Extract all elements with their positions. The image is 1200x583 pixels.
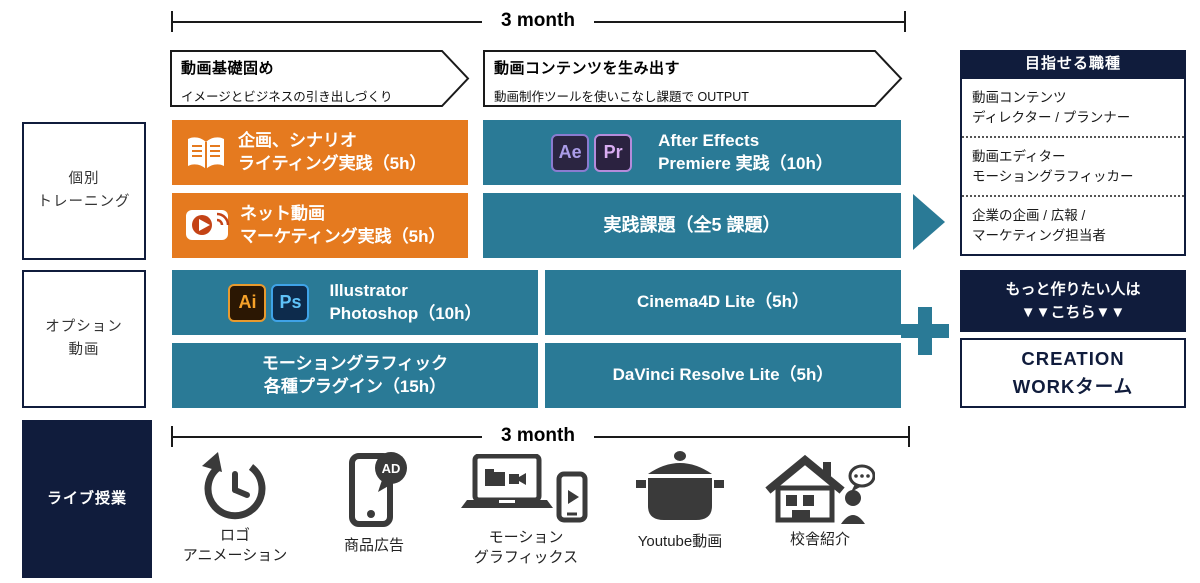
cell-cinema4d: Cinema4D Lite（5h）	[545, 270, 901, 335]
careers-arrow-icon	[913, 194, 945, 250]
illustrator-icon: Ai	[228, 283, 267, 322]
cta-banner[interactable]: もっと作りたい人は ▼▼こちら▼▼	[960, 270, 1186, 332]
row-label-live-lesson-text: ライブ授業	[46, 490, 127, 507]
cell-net-video-marketing-label: ネット動画 マーケティング実践（5h）	[240, 204, 446, 246]
cell-aftereffects-premiere-label: After Effects Premiere 実践（10h）	[658, 131, 833, 173]
live-item-motion-graphics: モーション グラフィックス	[458, 454, 594, 569]
row-label-individual-training: 個別 トレーニング	[22, 122, 146, 260]
live-item-logo-animation-label: ロゴ アニメーション	[182, 527, 288, 565]
live-item-school-intro-label: 校舎紹介	[789, 531, 850, 548]
live-item-product-ad: AD 商品広告	[318, 448, 430, 556]
aftereffects-icon: Ae	[551, 133, 590, 172]
top-timeline-left-tick	[171, 11, 173, 32]
row-label-option-video: オプション 動画	[22, 270, 146, 408]
cell-cinema4d-label: Cinema4D Lite（5h）	[637, 292, 809, 312]
cell-motion-graphics-plugins: モーショングラフィック 各種プラグイン（15h）	[172, 343, 538, 408]
row-label-individual-training-text: 個別 トレーニング	[37, 170, 131, 210]
cell-davinci-resolve-label: DaVinci Resolve Lite（5h）	[612, 365, 834, 385]
bottom-timeline-left-tick	[171, 426, 173, 447]
creation-work-box[interactable]: CREATION WORKターム	[960, 338, 1186, 408]
clock-animation-icon	[202, 452, 266, 520]
phase2-subtitle: 動画制作ツールを使いこなし課題で OUTPUT	[494, 90, 749, 104]
live-item-school-intro: 校舎紹介	[758, 454, 882, 550]
careers-box: 動画コンテンツ ディレクター / プランナー 動画エディター モーショングラフィ…	[960, 77, 1186, 256]
cell-illustrator-photoshop: Ai Ps Illustrator Photoshop（10h）	[172, 270, 538, 335]
phase2-title: 動画コンテンツを生み出す	[494, 60, 681, 77]
career-item-corporate-marketing: 企業の企画 / 広報 / マーケティング担当者	[962, 195, 1184, 254]
phase2-banner: 動画コンテンツを生み出す 動画制作ツールを使いこなし課題で OUTPUT	[483, 50, 905, 107]
photoshop-icon: Ps	[271, 283, 310, 322]
cell-practice-assignments: 実践課題（全5 課題）	[483, 193, 901, 258]
live-item-motion-graphics-label: モーション グラフィックス	[473, 529, 579, 567]
row-label-live-lesson: ライブ授業	[22, 420, 152, 578]
phase1-banner-arrow-shape	[170, 50, 470, 107]
phase1-subtitle: イメージとビジネスの引き出しづくり	[181, 90, 393, 104]
phase1-banner: 動画基礎固め イメージとビジネスの引き出しづくり	[170, 50, 472, 107]
smartphone-ad-icon: AD	[349, 452, 407, 527]
net-video-icon	[186, 209, 230, 240]
careers-header: 目指せる職種	[960, 50, 1186, 77]
cell-practice-assignments-label: 実践課題（全5 課題）	[603, 214, 781, 235]
cell-motion-graphics-plugins-label: モーショングラフィック 各種プラグイン（15h）	[261, 354, 449, 396]
laptop-motion-icon	[461, 454, 588, 523]
pot-icon	[636, 451, 724, 520]
cell-planning-scenario: 企画、シナリオ ライティング実践（5h）	[172, 120, 468, 185]
live-item-product-ad-label: 商品広告	[343, 537, 404, 554]
phase1-title: 動画基礎固め	[181, 60, 275, 77]
bottom-timeline-label: 3 month	[482, 423, 594, 449]
cell-planning-scenario-label: 企画、シナリオ ライティング実践（5h）	[238, 131, 427, 173]
premiere-icon: Pr	[594, 133, 633, 172]
career-item-editor-motiongrapher: 動画エディター モーショングラフィッカー	[962, 136, 1184, 195]
plus-icon	[901, 307, 949, 355]
top-timeline-label: 3 month	[482, 8, 594, 34]
live-item-logo-animation: ロゴ アニメーション	[170, 452, 300, 567]
book-pen-icon	[188, 136, 224, 169]
row-label-option-video-text: オプション 動画	[45, 318, 123, 358]
phase2-banner-arrow-shape	[483, 50, 903, 107]
ad-badge: AD	[382, 461, 401, 476]
school-building-icon	[765, 454, 875, 524]
cell-davinci-resolve: DaVinci Resolve Lite（5h）	[545, 343, 901, 408]
cell-illustrator-photoshop-label: Illustrator Photoshop（10h）	[329, 281, 482, 323]
career-item-director-planner: 動画コンテンツ ディレクター / プランナー	[972, 89, 1131, 125]
cell-aftereffects-premiere: Ae Pr After Effects Premiere 実践（10h）	[483, 120, 901, 185]
bottom-timeline-right-tick	[908, 426, 910, 447]
live-item-youtube-video-label: Youtube動画	[637, 533, 723, 550]
top-timeline-right-tick	[904, 11, 906, 32]
live-item-youtube-video: Youtube動画	[618, 450, 742, 552]
cell-net-video-marketing: ネット動画 マーケティング実践（5h）	[172, 193, 468, 258]
